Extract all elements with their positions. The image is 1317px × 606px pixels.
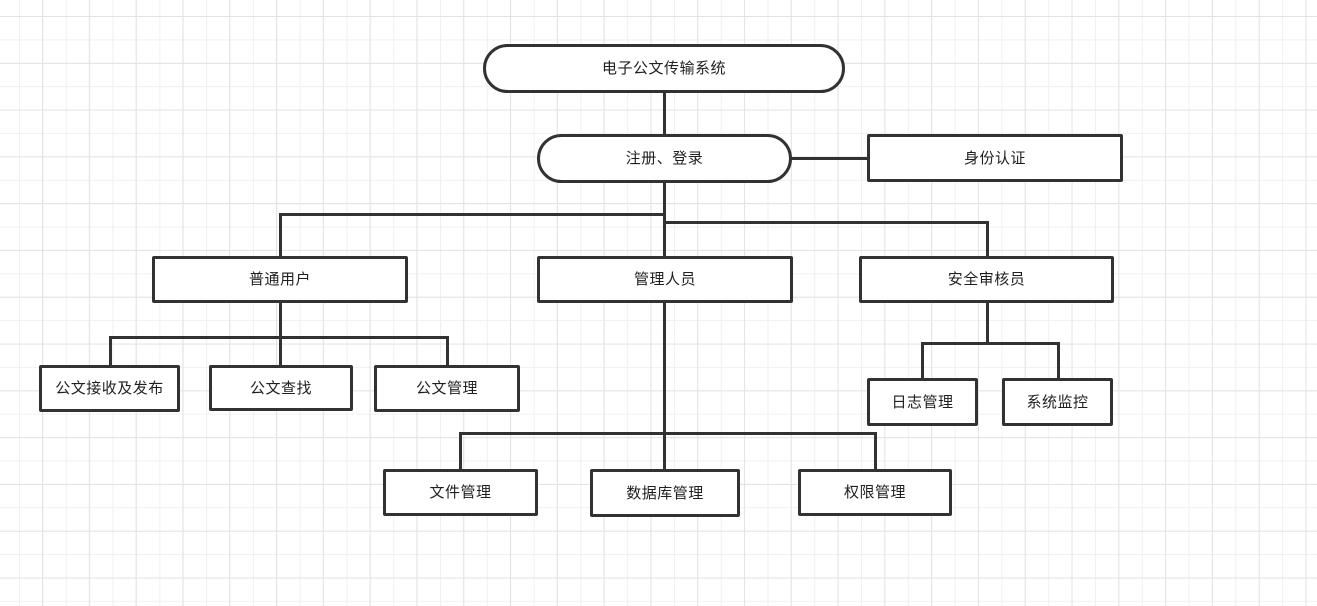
connector-normal-user-to-children <box>108 335 112 367</box>
node-doc-receive-publish[interactable]: 公文接收及发布 <box>39 365 180 412</box>
node-label-security-auditor: 安全审核员 <box>947 271 1026 288</box>
node-file-manage[interactable]: 文件管理 <box>383 469 538 516</box>
node-register-login[interactable]: 注册、登录 <box>537 134 792 183</box>
connector-system-to-register-login <box>662 91 666 136</box>
node-system-monitor[interactable]: 系统监控 <box>1002 378 1113 426</box>
node-label-doc-search: 公文查找 <box>249 379 312 397</box>
node-security-auditor[interactable]: 安全审核员 <box>859 256 1114 303</box>
node-label-identity-auth: 身份认证 <box>963 149 1026 167</box>
connector-security-auditor-to-children <box>920 341 924 380</box>
node-label-doc-manage: 公文管理 <box>415 380 478 397</box>
node-identity-auth[interactable]: 身份认证 <box>867 134 1123 182</box>
node-label-log-manage: 日志管理 <box>891 393 954 411</box>
node-label-file-manage: 文件管理 <box>429 484 492 501</box>
connector-security-auditor-to-children <box>985 301 989 345</box>
node-doc-manage[interactable]: 公文管理 <box>374 365 520 412</box>
connector-admin-to-children <box>873 431 877 471</box>
node-admin[interactable]: 管理人员 <box>537 256 793 303</box>
connector-admin-to-children <box>662 301 666 471</box>
connector-register-login-to-admin <box>662 181 666 258</box>
connector-normal-user-to-children <box>445 335 449 367</box>
connector-normal-user-to-children <box>278 301 282 339</box>
node-label-register-login: 注册、登录 <box>625 150 704 167</box>
connector-register-login-to-identity-auth <box>790 156 869 160</box>
connector-register-login-to-normal-user <box>278 212 666 216</box>
node-permission-manage[interactable]: 权限管理 <box>798 469 952 516</box>
node-log-manage[interactable]: 日志管理 <box>867 378 978 426</box>
connector-security-auditor-to-children <box>1056 341 1060 380</box>
node-label-system: 电子公文传输系统 <box>601 60 726 77</box>
connector-security-auditor-to-children <box>920 341 1060 345</box>
node-database-manage[interactable]: 数据库管理 <box>590 469 740 517</box>
node-label-doc-receive-publish: 公文接收及发布 <box>55 380 164 397</box>
connector-normal-user-to-children <box>278 335 282 367</box>
node-label-normal-user: 普通用户 <box>248 271 311 288</box>
node-normal-user[interactable]: 普通用户 <box>152 256 408 303</box>
connector-register-login-to-security-auditor <box>985 220 989 258</box>
connector-admin-to-children <box>458 431 462 471</box>
node-label-admin: 管理人员 <box>633 271 696 288</box>
node-doc-search[interactable]: 公文查找 <box>209 365 353 411</box>
connector-register-login-to-normal-user <box>278 212 282 258</box>
node-system[interactable]: 电子公文传输系统 <box>483 44 845 93</box>
node-label-permission-manage: 权限管理 <box>843 484 906 501</box>
node-label-database-manage: 数据库管理 <box>626 484 704 502</box>
node-label-system-monitor: 系统监控 <box>1026 393 1089 411</box>
connector-admin-to-children <box>458 431 877 435</box>
connector-register-login-to-security-auditor <box>662 220 989 224</box>
